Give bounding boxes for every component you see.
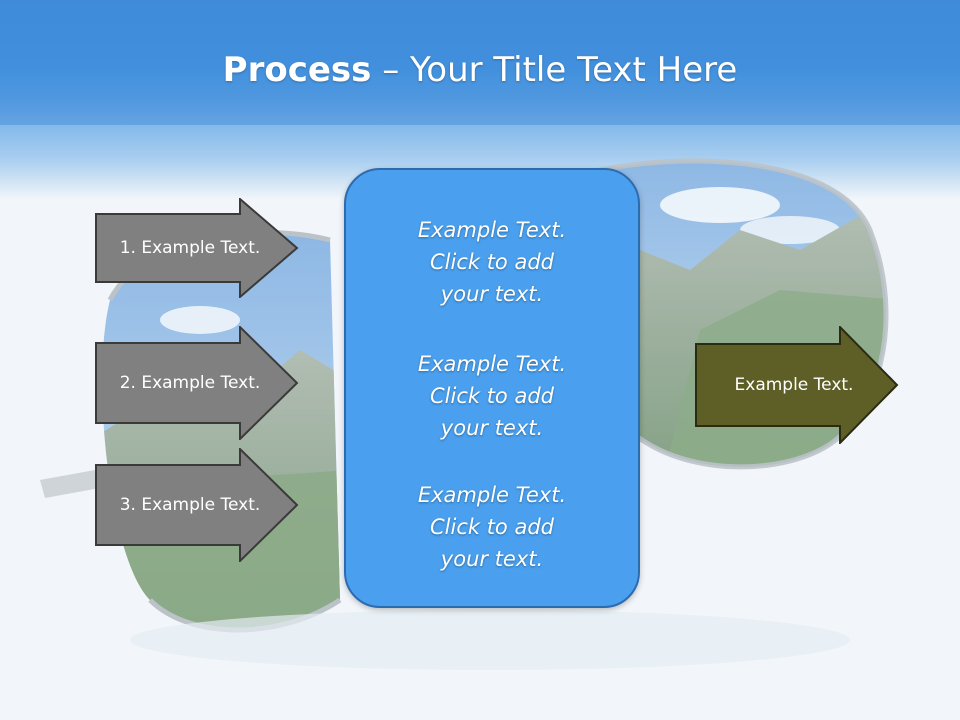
text-block-3: Example Text. Click to add your text. (346, 479, 638, 575)
title-bold: Process (222, 50, 372, 90)
process-arrow-2[interactable]: 2. Example Text. (95, 326, 299, 440)
arrow-shape (95, 448, 299, 562)
text-line: Click to add (429, 250, 554, 274)
slide-title: Process – Your Title Text Here (0, 50, 960, 90)
text-line: Click to add (429, 515, 554, 539)
title-separator: – (371, 50, 411, 90)
arrow-label: 2. Example Text. (119, 373, 261, 393)
arrow-label: 3. Example Text. (119, 495, 261, 515)
text-line: Example Text. (417, 218, 567, 242)
arrow-label: Example Text. (734, 375, 854, 395)
center-text-box[interactable]: Example Text. Click to add your text. Ex… (344, 168, 640, 608)
text-block-1: Example Text. Click to add your text. (346, 214, 638, 310)
text-line: your text. (440, 416, 544, 440)
text-line: Click to add (429, 384, 554, 408)
result-arrow[interactable]: Example Text. (695, 326, 899, 444)
arrow-shape (95, 198, 299, 298)
process-arrow-3[interactable]: 3. Example Text. (95, 448, 299, 562)
text-line: Example Text. (417, 483, 567, 507)
process-arrow-1[interactable]: 1. Example Text. (95, 198, 299, 298)
text-block-2: Example Text. Click to add your text. (346, 348, 638, 444)
arrow-shape (695, 326, 899, 444)
arrow-shape (95, 326, 299, 440)
text-line: your text. (440, 282, 544, 306)
text-line: Example Text. (417, 352, 567, 376)
title-rest: Your Title Text Here (410, 50, 738, 90)
arrow-label: 1. Example Text. (119, 238, 261, 258)
text-line: your text. (440, 547, 544, 571)
